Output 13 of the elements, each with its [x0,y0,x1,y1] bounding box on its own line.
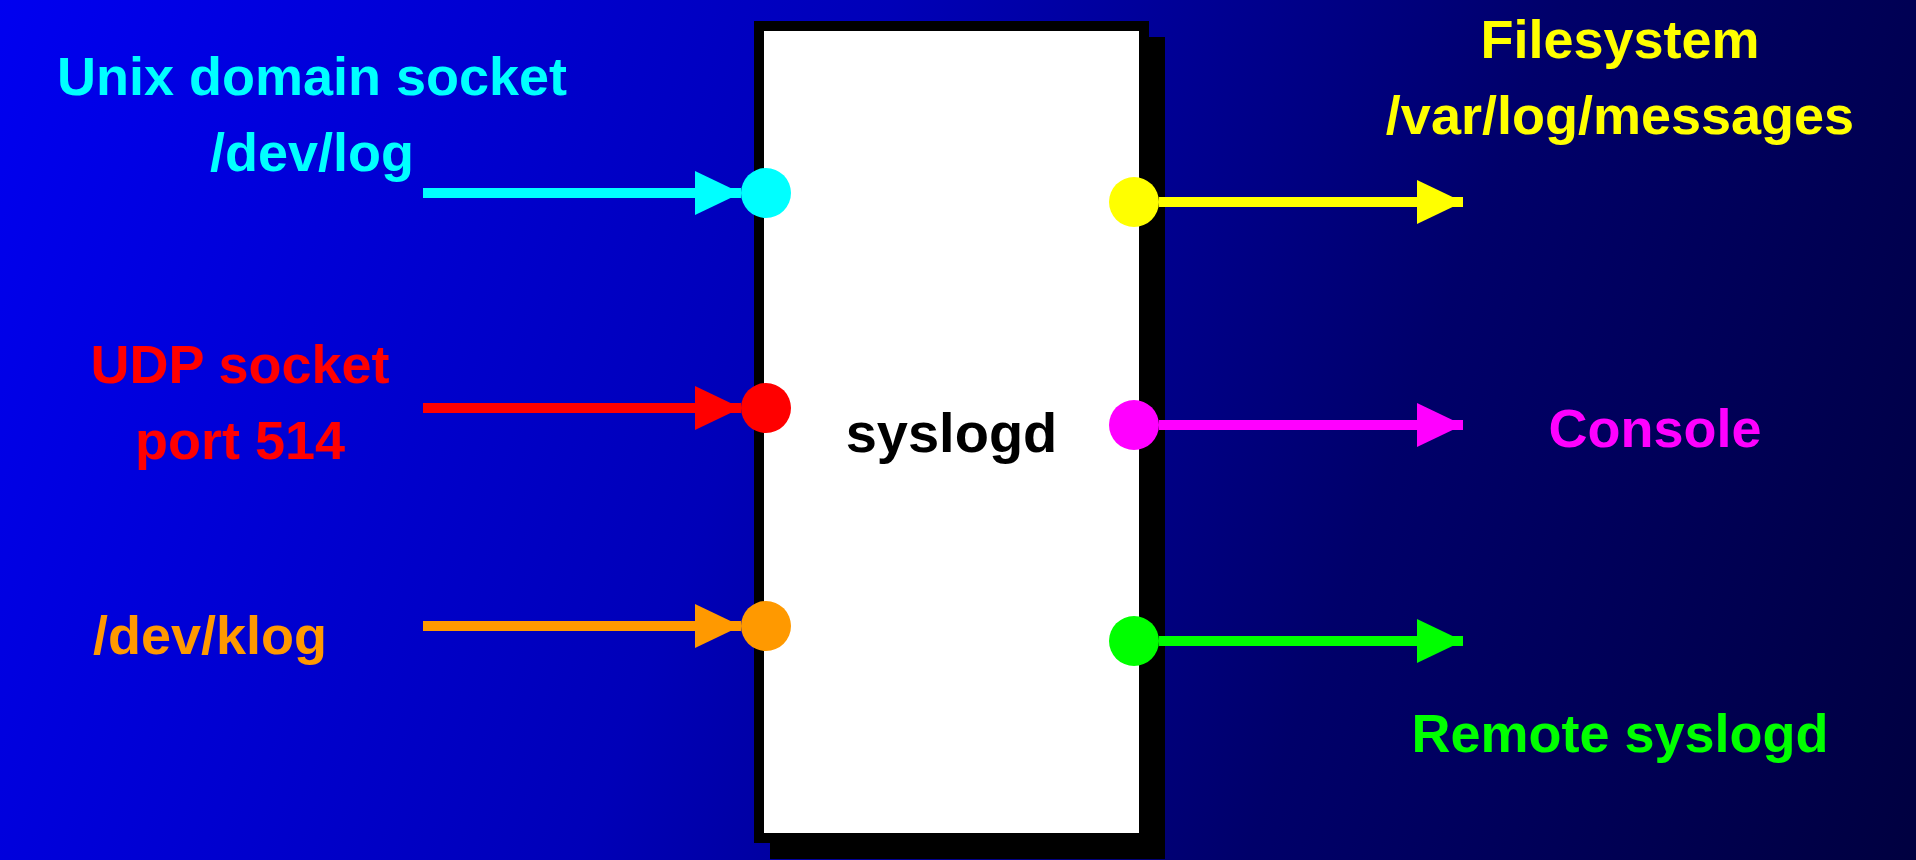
io-label: UDP socket port 514 [40,326,440,478]
arrow [1159,180,1463,224]
io-label: Filesystem /var/log/messages [1310,1,1916,153]
arrow [1159,403,1463,447]
io-label: Unix domain socket /dev/log [0,38,624,190]
io-label: Console [1475,390,1835,466]
process-label: syslogd [845,399,1058,465]
arrow [423,386,741,430]
arrow [423,604,741,648]
arrow [1159,619,1463,663]
arrow [423,171,741,215]
io-label: /dev/klog [40,597,380,673]
io-label: Remote syslogd [1330,695,1910,771]
